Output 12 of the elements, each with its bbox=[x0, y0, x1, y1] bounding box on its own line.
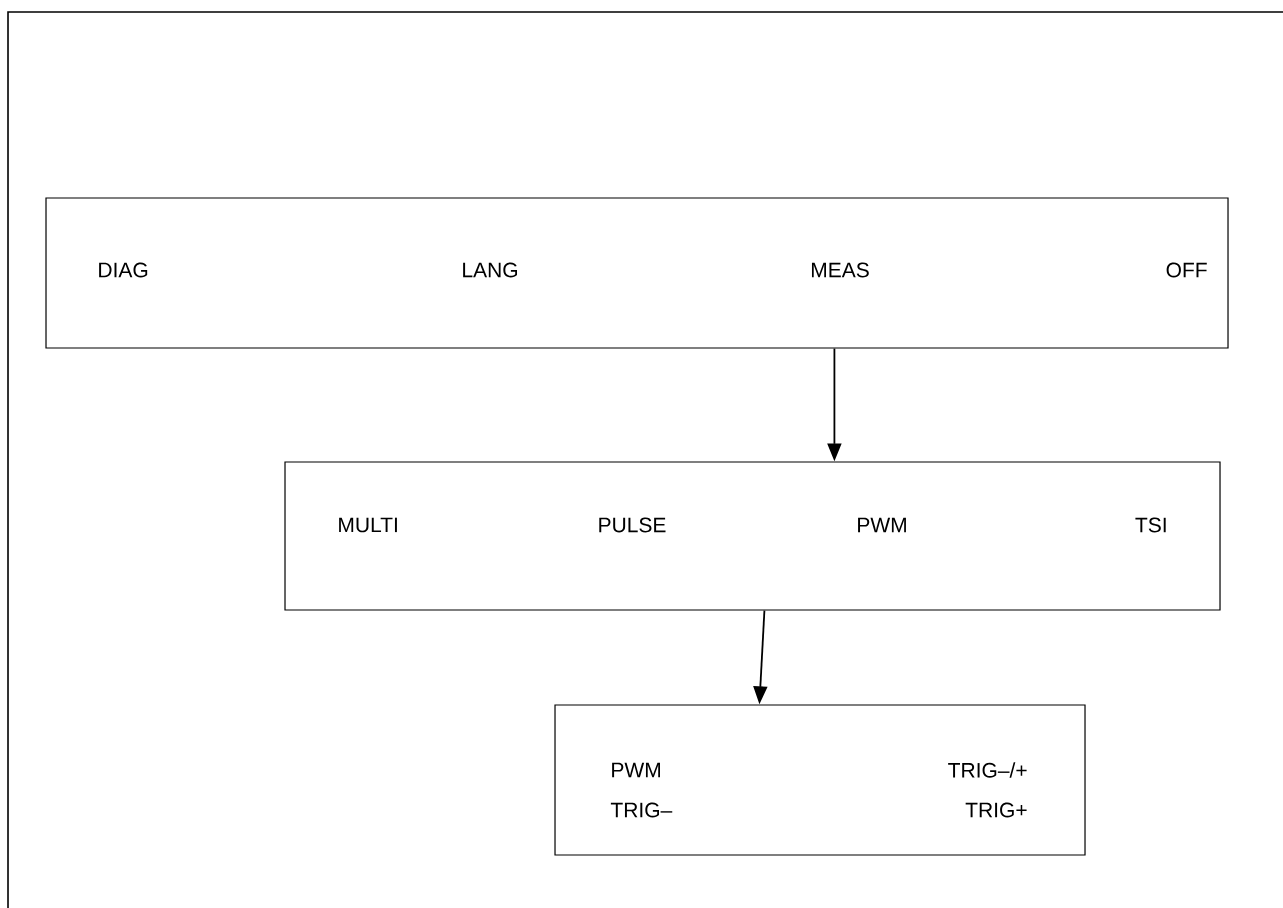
menu-option: TRIG– bbox=[610, 802, 673, 818]
menu-option: TSI bbox=[1135, 517, 1166, 533]
menu-option: LANG bbox=[463, 262, 517, 278]
menu-option: TRIG+ bbox=[965, 802, 1027, 818]
menu-option: PULSE bbox=[599, 517, 666, 533]
menu-option: MULTI bbox=[339, 517, 397, 533]
menu-option: MEAS bbox=[812, 262, 869, 278]
menu-option: OFF bbox=[1166, 262, 1207, 278]
menu-option: PWM bbox=[612, 762, 660, 778]
menu-option: DIAG bbox=[99, 262, 148, 278]
menu-option: PWM bbox=[858, 517, 906, 533]
menu-option: TRIG–/+ bbox=[948, 762, 1027, 778]
